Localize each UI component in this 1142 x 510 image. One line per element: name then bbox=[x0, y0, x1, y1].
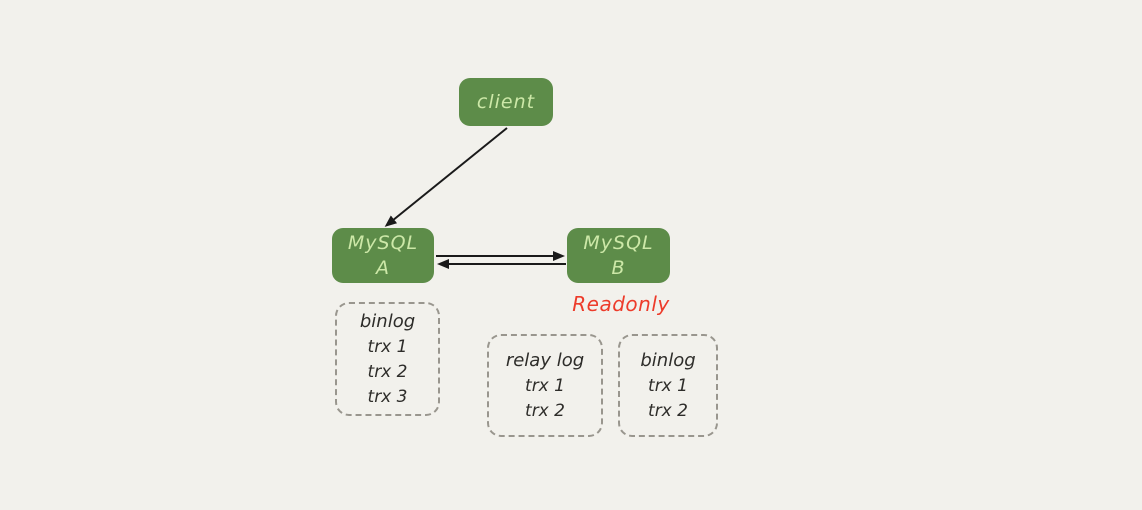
node-mysql-a-name: MySQL bbox=[347, 231, 419, 254]
log-box-binlog-a: binlog trx 1 trx 2 trx 3 bbox=[335, 302, 440, 416]
log-entry: trx 1 bbox=[648, 376, 688, 396]
arrow-client-to-mysql-a bbox=[384, 127, 508, 227]
node-mysql-b-suffix: B bbox=[611, 256, 626, 279]
log-entry: trx 2 bbox=[648, 401, 688, 421]
node-mysql-b-name: MySQL bbox=[583, 231, 654, 254]
node-mysql-a: MySQL A bbox=[332, 228, 434, 283]
log-entry: trx 2 bbox=[525, 401, 565, 421]
log-entry: trx 2 bbox=[367, 362, 408, 382]
log-box-relay-log-b: relay log trx 1 trx 2 bbox=[487, 334, 603, 437]
log-entry: trx 1 bbox=[367, 337, 408, 357]
log-box-binlog-b: binlog trx 1 trx 2 bbox=[618, 334, 718, 437]
log-title: binlog bbox=[359, 311, 416, 332]
log-title: relay log bbox=[505, 350, 585, 371]
node-client-label: client bbox=[476, 90, 536, 113]
readonly-annotation: Readonly bbox=[572, 292, 670, 316]
log-entry: trx 3 bbox=[367, 387, 408, 407]
log-title: binlog bbox=[640, 350, 696, 371]
log-entry: trx 1 bbox=[525, 376, 565, 396]
node-mysql-a-suffix: A bbox=[376, 256, 390, 279]
node-client: client bbox=[459, 78, 553, 126]
node-mysql-b: MySQL B bbox=[567, 228, 670, 283]
